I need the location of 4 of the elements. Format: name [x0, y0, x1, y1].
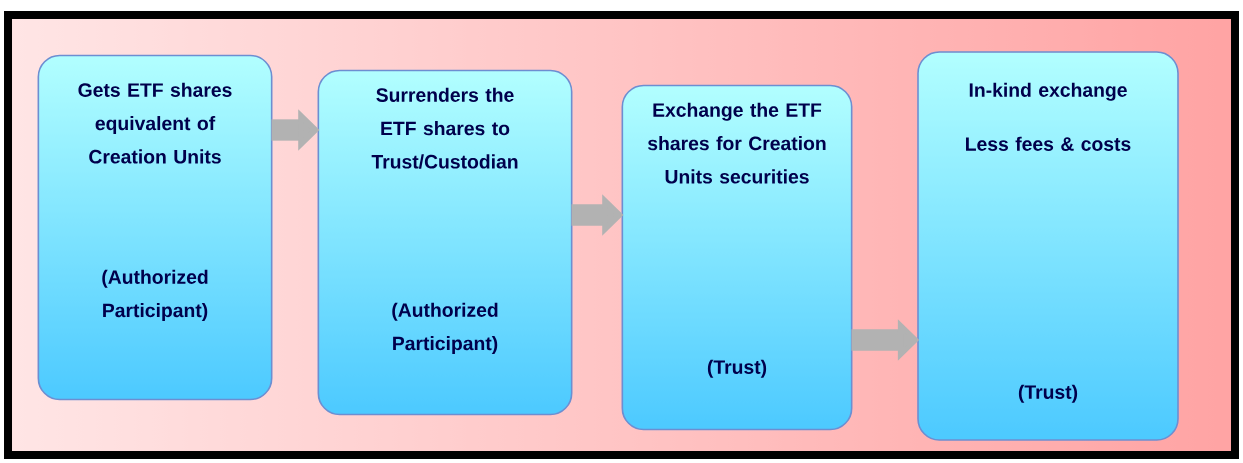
process-box: Gets ETF shares equivalent of Creation Units (Authorized Participant)	[37, 54, 273, 401]
process-box: Exchange the ETF shares for Creation Units securities (Trust)	[621, 84, 853, 431]
process-box: Surrenders the ETF shares to Trust/Custodian (Authorized Participant)	[317, 69, 573, 416]
process-box: In-kind exchange Less fees & costs (Trust)	[917, 51, 1179, 441]
